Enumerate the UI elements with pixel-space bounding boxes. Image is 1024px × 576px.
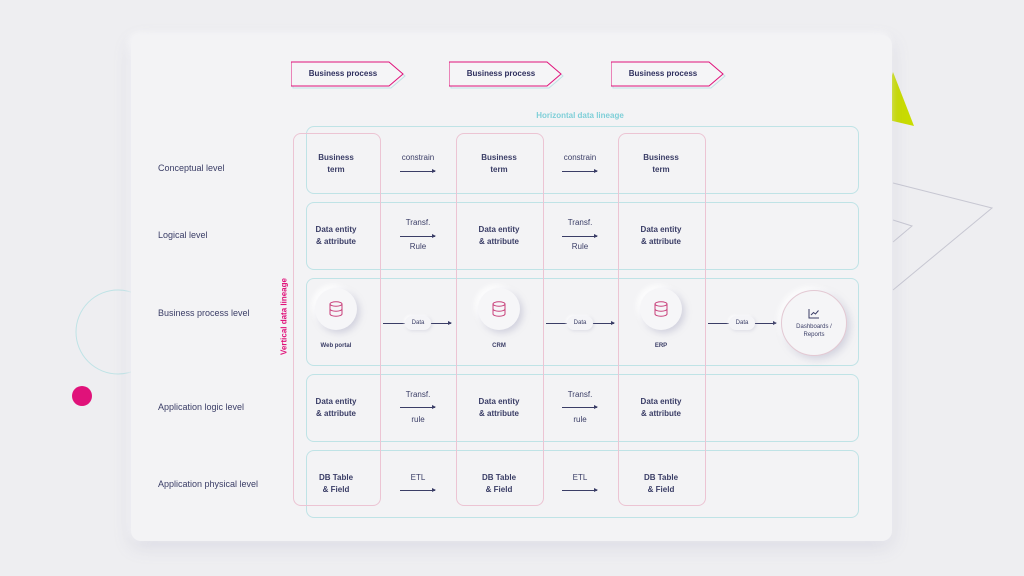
business-process-tag-1: Business process bbox=[290, 60, 409, 90]
connector-arrow bbox=[400, 169, 436, 173]
business-process-tag-2: Business process bbox=[448, 60, 567, 90]
dashboards-reports-node: Dashboards / Reports bbox=[781, 290, 847, 356]
outline-triangle-decoration-inner bbox=[892, 219, 914, 243]
column-band-2 bbox=[456, 133, 544, 506]
cell-data-entity: Data entity & attribute bbox=[640, 397, 682, 418]
level-label-application-logic: Application logic level bbox=[158, 402, 245, 412]
system-node-crm bbox=[478, 288, 520, 330]
connector-label-bottom: rule bbox=[573, 415, 587, 424]
connector-label: constrain bbox=[563, 153, 597, 162]
connector-arrow bbox=[400, 234, 436, 238]
row-band-application-physical bbox=[306, 450, 859, 518]
cell-data-entity: Data entity & attribute bbox=[315, 397, 357, 418]
connector-arrow bbox=[562, 488, 598, 492]
connector-label: ETL bbox=[572, 473, 588, 482]
column-band-3 bbox=[618, 133, 706, 506]
tag-arrow-shape bbox=[610, 61, 726, 89]
cell-business-term: Business term bbox=[481, 153, 517, 174]
connector-label-top: Transf. bbox=[405, 218, 431, 227]
cell-data-entity: Data entity & attribute bbox=[478, 397, 520, 418]
horizontal-lineage-label: Horizontal data lineage bbox=[536, 111, 624, 120]
data-pill: Data bbox=[405, 316, 431, 330]
cell-db-table: DB Table & Field bbox=[481, 473, 517, 494]
connector-label-bottom: Rule bbox=[571, 242, 589, 251]
cell-data-entity: Data entity & attribute bbox=[315, 225, 357, 246]
business-process-tag-3: Business process bbox=[610, 60, 729, 90]
pink-dot-decoration bbox=[72, 386, 92, 406]
business-process-label: Business process bbox=[308, 68, 378, 78]
vertical-lineage-label: Vertical data lineage bbox=[279, 278, 289, 355]
connector-label-bottom: Rule bbox=[409, 242, 427, 251]
level-label-conceptual: Conceptual level bbox=[158, 163, 225, 173]
connector-arrow bbox=[562, 234, 598, 238]
row-band-business-process bbox=[306, 278, 859, 366]
system-node-web-portal bbox=[315, 288, 357, 330]
database-icon bbox=[654, 301, 668, 317]
cell-db-table: DB Table & Field bbox=[643, 473, 679, 494]
system-label: ERP bbox=[654, 343, 668, 349]
cell-business-term: Business term bbox=[643, 153, 679, 174]
system-node-erp bbox=[640, 288, 682, 330]
connector-label-bottom: rule bbox=[411, 415, 425, 424]
business-process-label: Business process bbox=[466, 68, 536, 78]
system-label: Web portal bbox=[320, 343, 352, 349]
connector-label-top: Transf. bbox=[567, 390, 593, 399]
chart-line-icon bbox=[808, 308, 819, 318]
business-process-label: Business process bbox=[628, 68, 698, 78]
cell-data-entity: Data entity & attribute bbox=[478, 225, 520, 246]
connector-arrow bbox=[562, 169, 598, 173]
tag-arrow-shape bbox=[290, 61, 406, 89]
connector-arrow bbox=[400, 488, 436, 492]
row-band-logical bbox=[306, 202, 859, 270]
tag-arrow-shape bbox=[448, 61, 564, 89]
connector-label-top: Transf. bbox=[567, 218, 593, 227]
connector-arrow bbox=[400, 405, 436, 409]
connector-label: ETL bbox=[410, 473, 426, 482]
dashboards-reports-label: Dashboards / Reports bbox=[796, 323, 832, 338]
level-label-application-physical: Application physical level bbox=[158, 479, 259, 489]
cell-data-entity: Data entity & attribute bbox=[640, 225, 682, 246]
row-band-conceptual bbox=[306, 126, 859, 194]
connector-label-top: Transf. bbox=[405, 390, 431, 399]
cell-db-table: DB Table & Field bbox=[318, 473, 354, 494]
level-label-logical: Logical level bbox=[158, 230, 208, 240]
database-icon bbox=[329, 301, 343, 317]
connector-arrow bbox=[562, 405, 598, 409]
data-pill: Data bbox=[729, 316, 755, 330]
connector-label: constrain bbox=[401, 153, 435, 162]
diagram-card bbox=[131, 35, 892, 541]
outline-triangle-decoration bbox=[892, 182, 994, 291]
column-band-1 bbox=[293, 133, 381, 506]
system-label: CRM bbox=[492, 343, 506, 349]
level-label-business-process: Business process level bbox=[158, 308, 250, 318]
database-icon bbox=[492, 301, 506, 317]
row-band-application-logic bbox=[306, 374, 859, 442]
cell-business-term: Business term bbox=[318, 153, 354, 174]
data-pill: Data bbox=[567, 316, 593, 330]
